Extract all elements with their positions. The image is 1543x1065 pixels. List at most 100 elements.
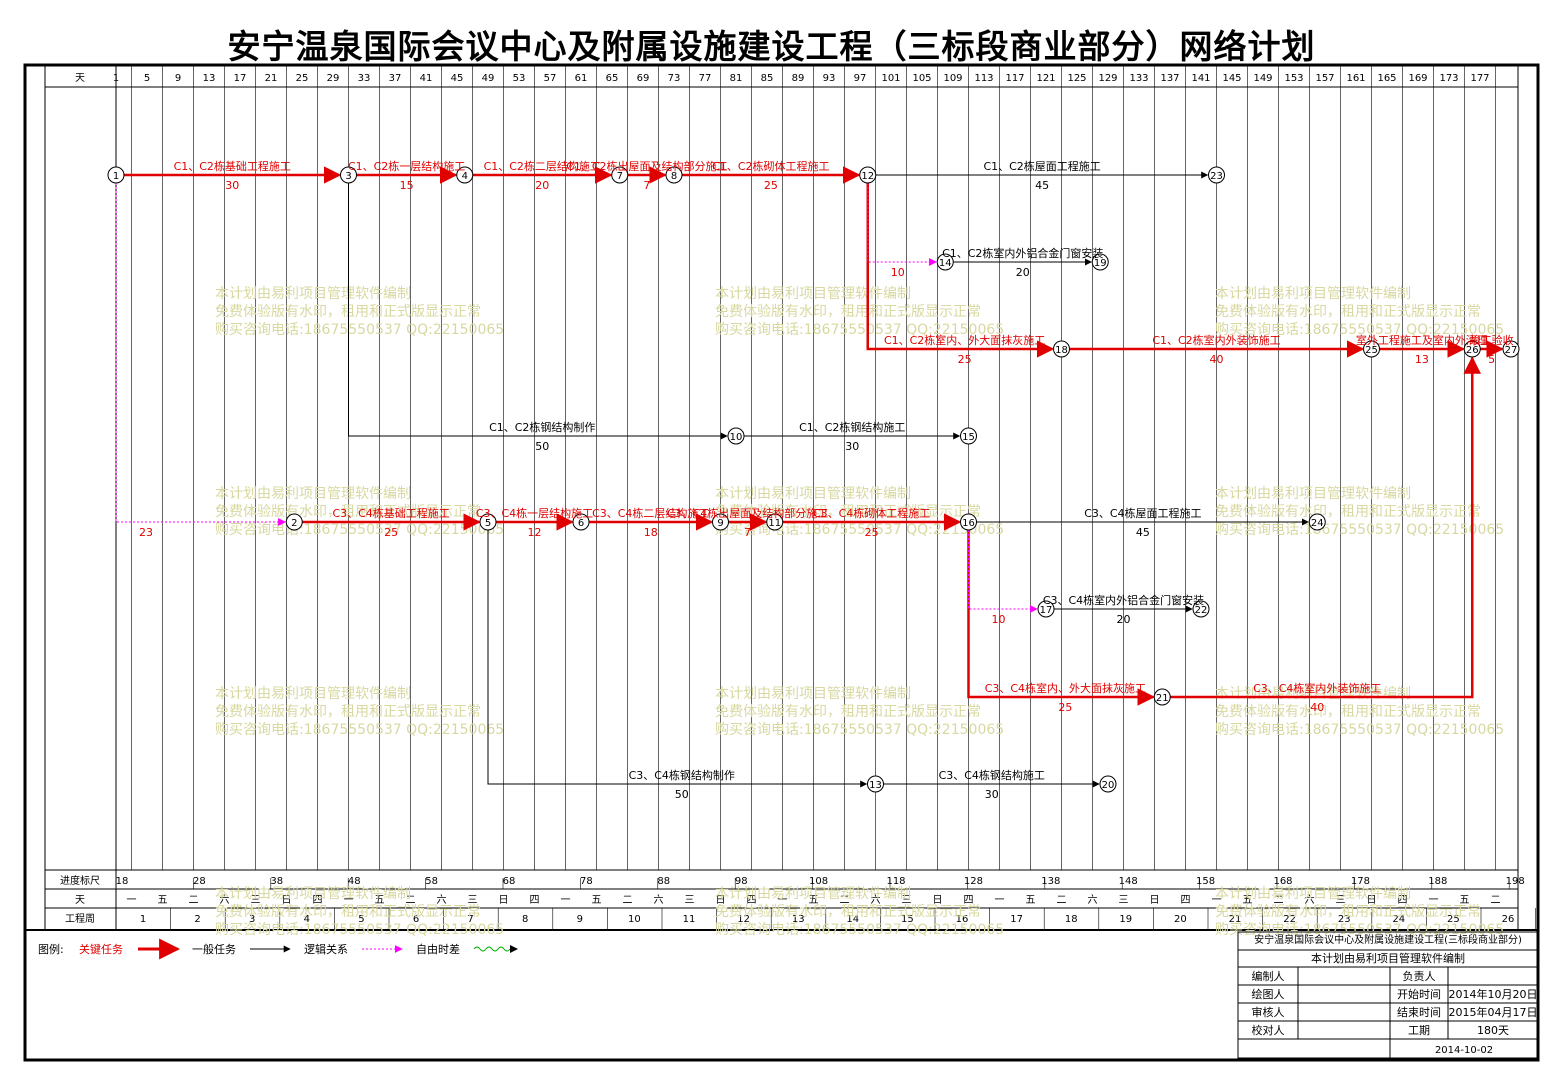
activity-duration: 25 bbox=[958, 353, 972, 366]
top-scale-tick: 85 bbox=[761, 73, 774, 84]
activity-name: C1、C2栋出屋面及结构部分施工 bbox=[566, 159, 727, 173]
progress-tick: 158 bbox=[1196, 876, 1215, 887]
tb-r2-k1: 审核人 bbox=[1252, 1005, 1285, 1019]
weekday-cell: 二 bbox=[1057, 895, 1067, 906]
progress-tick: 118 bbox=[886, 876, 905, 887]
weekday-cell: 三 bbox=[902, 895, 912, 906]
top-scale-tick: 5 bbox=[144, 73, 150, 84]
activity-name: C1、C2栋砌体工程施工 bbox=[712, 159, 829, 173]
free-float-value: 10 bbox=[891, 266, 905, 279]
top-scale-tick: 69 bbox=[637, 73, 650, 84]
tb-r3-k2: 工期 bbox=[1408, 1024, 1430, 1037]
weekday-cell: 六 bbox=[1305, 894, 1315, 906]
event-node-label: 4 bbox=[462, 171, 468, 182]
activity-name: C3、C4栋基础工程施工 bbox=[332, 506, 449, 520]
top-scale-tick: 13 bbox=[203, 73, 216, 84]
tb-software: 本计划由易利项目管理软件编制 bbox=[1311, 951, 1465, 965]
weekday-cell: 日 bbox=[1367, 895, 1377, 906]
weekday-cell: 三 bbox=[1336, 895, 1346, 906]
event-node-label: 10 bbox=[730, 432, 743, 443]
week-cell: 10 bbox=[628, 914, 641, 925]
event-node bbox=[479, 513, 497, 531]
tb-r2-k2: 结束时间 bbox=[1397, 1006, 1441, 1019]
weekday-cell: 四 bbox=[1181, 895, 1191, 906]
week-cell: 24 bbox=[1392, 914, 1405, 925]
watermark-text: 免费体验版有水印，租用和正式版显示正常 bbox=[215, 904, 481, 920]
activity-name: 室外工程施工及室内外清理 bbox=[1356, 333, 1488, 347]
event-node-label: 19 bbox=[1094, 258, 1107, 269]
activity-arrow bbox=[1170, 356, 1481, 699]
top-scale-tick: 25 bbox=[296, 73, 309, 84]
top-scale-tick: 137 bbox=[1160, 73, 1179, 84]
week-cell: 1 bbox=[140, 914, 146, 925]
weekday-cell: 日 bbox=[1150, 895, 1160, 906]
event-node bbox=[1208, 166, 1225, 184]
progress-tick: 88 bbox=[657, 876, 670, 887]
free-float-link bbox=[867, 183, 938, 266]
week-cell: 17 bbox=[1010, 914, 1023, 925]
event-node bbox=[1053, 340, 1070, 358]
watermark-text: 免费体验版有水印，租用和正式版显示正常 bbox=[1215, 504, 1481, 520]
event-node bbox=[285, 513, 303, 531]
progress-tick: 98 bbox=[735, 876, 748, 887]
weekday-cell: 五 bbox=[1460, 895, 1470, 906]
event-node-label: 27 bbox=[1505, 345, 1518, 356]
top-scale-tick: 37 bbox=[389, 73, 402, 84]
weekday-cell: 五 bbox=[375, 895, 385, 906]
event-node-label: 22 bbox=[1195, 605, 1208, 616]
weekday-cell: 五 bbox=[592, 895, 602, 906]
activity-duration: 40 bbox=[1310, 701, 1324, 714]
top-scale-tick: 145 bbox=[1222, 73, 1241, 84]
top-scale-tick: 29 bbox=[327, 73, 340, 84]
week-cell: 13 bbox=[792, 914, 805, 925]
progress-tick: 138 bbox=[1041, 876, 1060, 887]
activity-name: C3、C4栋室内外装饰施工 bbox=[1253, 681, 1381, 695]
activity-labels: C1、C2栋基础工程施工30C1、C2栋一层结构施工15C1、C2栋二层结构施工… bbox=[139, 159, 1514, 801]
top-scale-tick: 113 bbox=[974, 73, 993, 84]
event-node-label: 21 bbox=[1156, 693, 1169, 704]
event-node bbox=[1363, 340, 1380, 358]
activity-duration: 20 bbox=[1016, 266, 1030, 279]
weekday-cell: 三 bbox=[1119, 895, 1129, 906]
activity-name: C3、C4栋屋面工程施工 bbox=[1084, 506, 1201, 520]
event-node bbox=[456, 166, 474, 184]
event-node bbox=[1463, 340, 1481, 358]
top-scale-tick: 65 bbox=[606, 73, 619, 84]
activity-duration: 45 bbox=[1035, 179, 1049, 192]
activity-duration: 5 bbox=[1488, 353, 1495, 366]
watermark-text: 本计划由易利项目管理软件编制 bbox=[215, 686, 411, 702]
legend-logic-label: 逻辑关系 bbox=[304, 942, 348, 956]
top-scale-tick: 125 bbox=[1067, 73, 1086, 84]
free-float-link bbox=[115, 183, 287, 526]
page-title: 安宁温泉国际会议中心及附属设施建设工程（三标段商业部分）网络计划 bbox=[227, 27, 1316, 66]
event-node-label: 14 bbox=[939, 258, 952, 269]
event-node-label: 12 bbox=[861, 171, 874, 182]
event-node-label: 16 bbox=[962, 518, 975, 529]
event-node-label: 18 bbox=[1055, 345, 1068, 356]
week-cell: 12 bbox=[737, 914, 750, 925]
outer-frame bbox=[23, 63, 1540, 1062]
weekday-cell: 六 bbox=[220, 894, 230, 906]
top-scale-tick: 33 bbox=[358, 73, 371, 84]
progress-tick: 168 bbox=[1273, 876, 1292, 887]
weekday-cell: 一 bbox=[127, 895, 137, 906]
activity-name: 竣工验收 bbox=[1470, 333, 1514, 347]
top-scale-tick: 49 bbox=[482, 73, 495, 84]
event-node-label: 7 bbox=[617, 171, 623, 182]
weekday-cell: 三 bbox=[468, 895, 478, 906]
week-cell: 18 bbox=[1065, 914, 1078, 925]
activity-duration: 30 bbox=[845, 440, 859, 453]
watermark-text: 免费体验版有水印，租用和正式版显示正常 bbox=[715, 504, 981, 520]
activity-duration: 18 bbox=[644, 526, 658, 539]
top-scale-tick: 17 bbox=[234, 73, 247, 84]
activity-name: C1、C2栋室内、外大面抹灰施工 bbox=[884, 333, 1045, 347]
progress-tick: 188 bbox=[1428, 876, 1447, 887]
top-scale-tick: 165 bbox=[1377, 73, 1396, 84]
weekday-cell: 五 bbox=[809, 895, 819, 906]
weekday-cell: 一 bbox=[995, 895, 1005, 906]
progress-tick: 198 bbox=[1506, 876, 1525, 887]
activity-arrow bbox=[866, 183, 1055, 358]
top-scale-tick: 101 bbox=[881, 73, 900, 84]
